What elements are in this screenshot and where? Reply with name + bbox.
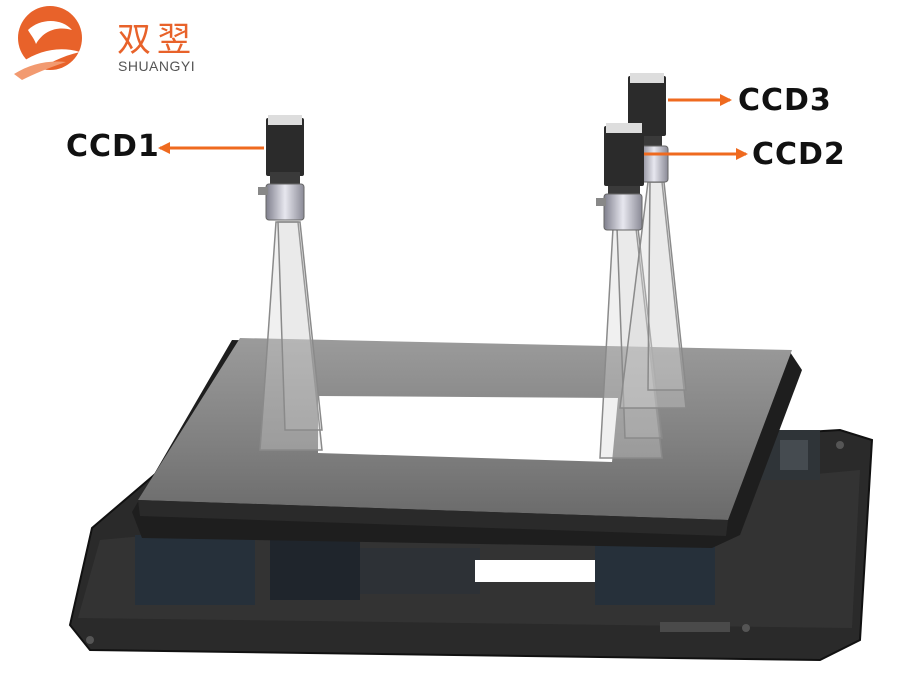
- logo-mark: [14, 6, 82, 80]
- inspection-window: [318, 396, 618, 462]
- brand-logo: 双翌 SHUANGYI: [14, 4, 214, 84]
- label-ccd1: CCD1: [66, 129, 160, 164]
- brand-name-english: SHUANGYI: [118, 58, 196, 74]
- top-platform: [132, 338, 802, 548]
- label-ccd3: CCD3: [738, 83, 832, 118]
- brand-name-chinese: 双翌: [117, 20, 197, 60]
- camera-ccd2: [596, 123, 644, 231]
- label-arrows: [158, 94, 748, 160]
- camera-ccd1: [258, 115, 305, 221]
- view-cones: [259, 181, 687, 459]
- support-mechanisms: [135, 430, 820, 605]
- label-ccd2: CCD2: [752, 137, 846, 172]
